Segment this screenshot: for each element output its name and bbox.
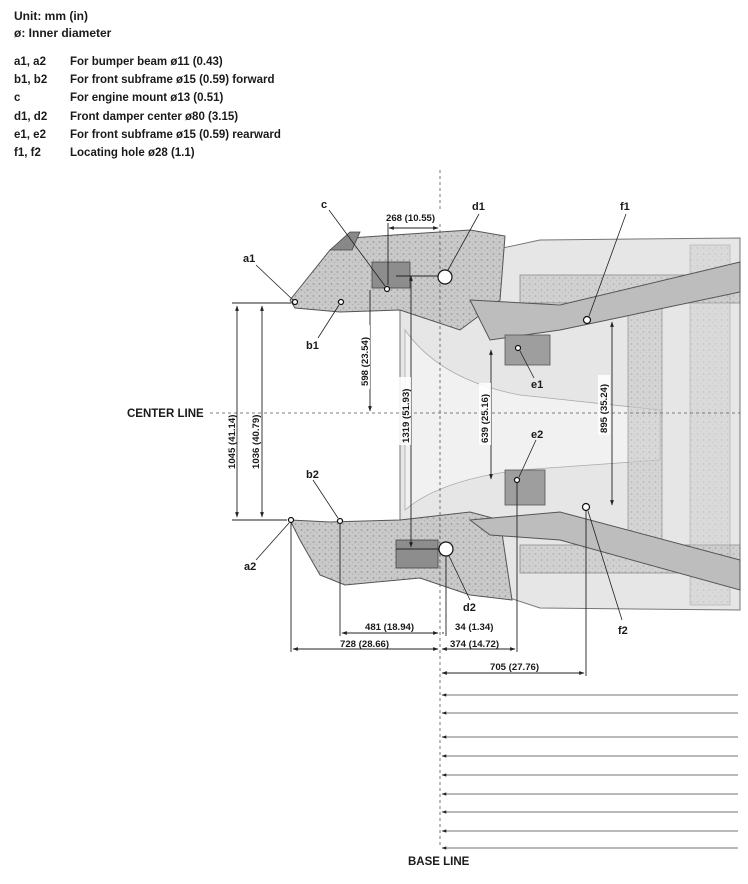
chassis-illustration (289, 229, 741, 611)
dim-34: 34 (1.34) (455, 622, 493, 633)
dim-705: 705 (27.76) (490, 662, 539, 673)
legend-row-a: a1, a2 For bumper beam ø11 (0.43) (14, 53, 281, 71)
legend-row-d: d1, d2 Front damper center ø80 (3.15) (14, 108, 281, 126)
label-b2: b2 (306, 469, 319, 481)
point-a2 (287, 516, 295, 524)
dimension-lines (232, 222, 614, 676)
label-a1: a1 (243, 253, 255, 265)
measuring-points (287, 269, 592, 557)
legend-id: a1, a2 (14, 56, 46, 69)
legend-text: Locating hole ø28 (1.1) (70, 147, 195, 160)
label-d2: d2 (463, 602, 476, 614)
inner-diameter-note: ø: Inner diameter (14, 26, 112, 40)
point-d1 (437, 269, 453, 285)
unit-note: Unit: mm (in) (14, 9, 88, 23)
point-c (383, 285, 391, 293)
label-e1: e1 (531, 379, 543, 391)
legend: a1, a2 For bumper beam ø11 (0.43) b1, b2… (14, 53, 281, 162)
label-a2: a2 (244, 561, 256, 573)
point-e2 (513, 476, 521, 484)
dim-1045: 1045 (41.14) (227, 415, 238, 469)
point-e1 (514, 344, 522, 352)
legend-text: For front subframe ø15 (0.59) forward (70, 74, 275, 87)
center-line-label: CENTER LINE (127, 408, 204, 420)
label-d1: d1 (472, 201, 485, 213)
legend-text: For bumper beam ø11 (0.43) (70, 56, 223, 69)
label-f2: f2 (618, 625, 628, 637)
legend-id: c (14, 92, 21, 105)
point-a1 (291, 298, 299, 306)
legend-row-c: c For engine mount ø13 (0.51) (14, 89, 281, 107)
label-e2: e2 (531, 429, 543, 441)
point-f1 (582, 315, 592, 325)
legend-text: For engine mount ø13 (0.51) (70, 92, 224, 105)
dim-728: 728 (28.66) (340, 639, 389, 650)
point-d2 (438, 541, 454, 557)
label-f1: f1 (620, 201, 630, 213)
point-b2 (336, 517, 344, 525)
point-leaders (255, 209, 627, 621)
dim-598: 598 (23.54) (360, 337, 371, 386)
legend-row-e: e1, e2 For front subframe ø15 (0.59) rea… (14, 126, 281, 144)
point-b1 (337, 298, 345, 306)
point-f2 (581, 502, 591, 512)
dim-268: 268 (10.55) (386, 213, 435, 224)
legend-id: e1, e2 (14, 128, 46, 141)
dim-374: 374 (14.72) (450, 639, 499, 650)
legend-id: b1, b2 (14, 74, 48, 87)
base-line-label: BASE LINE (408, 856, 470, 868)
label-b1: b1 (306, 340, 319, 352)
legend-row-f: f1, f2 Locating hole ø28 (1.1) (14, 144, 281, 162)
dim-895: 895 (35.24) (599, 384, 610, 433)
label-c: c (321, 199, 327, 211)
dim-639: 639 (25.16) (480, 394, 491, 443)
dim-1319: 1319 (51.93) (401, 389, 412, 443)
dim-1036: 1036 (40.79) (251, 415, 262, 469)
legend-id: d1, d2 (14, 110, 48, 123)
legend-id: f1, f2 (14, 147, 41, 160)
legend-text: For front subframe ø15 (0.59) rearward (70, 128, 281, 141)
legend-row-b: b1, b2 For front subframe ø15 (0.59) for… (14, 71, 281, 89)
base-line-arrows (441, 693, 738, 850)
dim-481: 481 (18.94) (365, 622, 414, 633)
legend-text: Front damper center ø80 (3.15) (70, 110, 239, 123)
